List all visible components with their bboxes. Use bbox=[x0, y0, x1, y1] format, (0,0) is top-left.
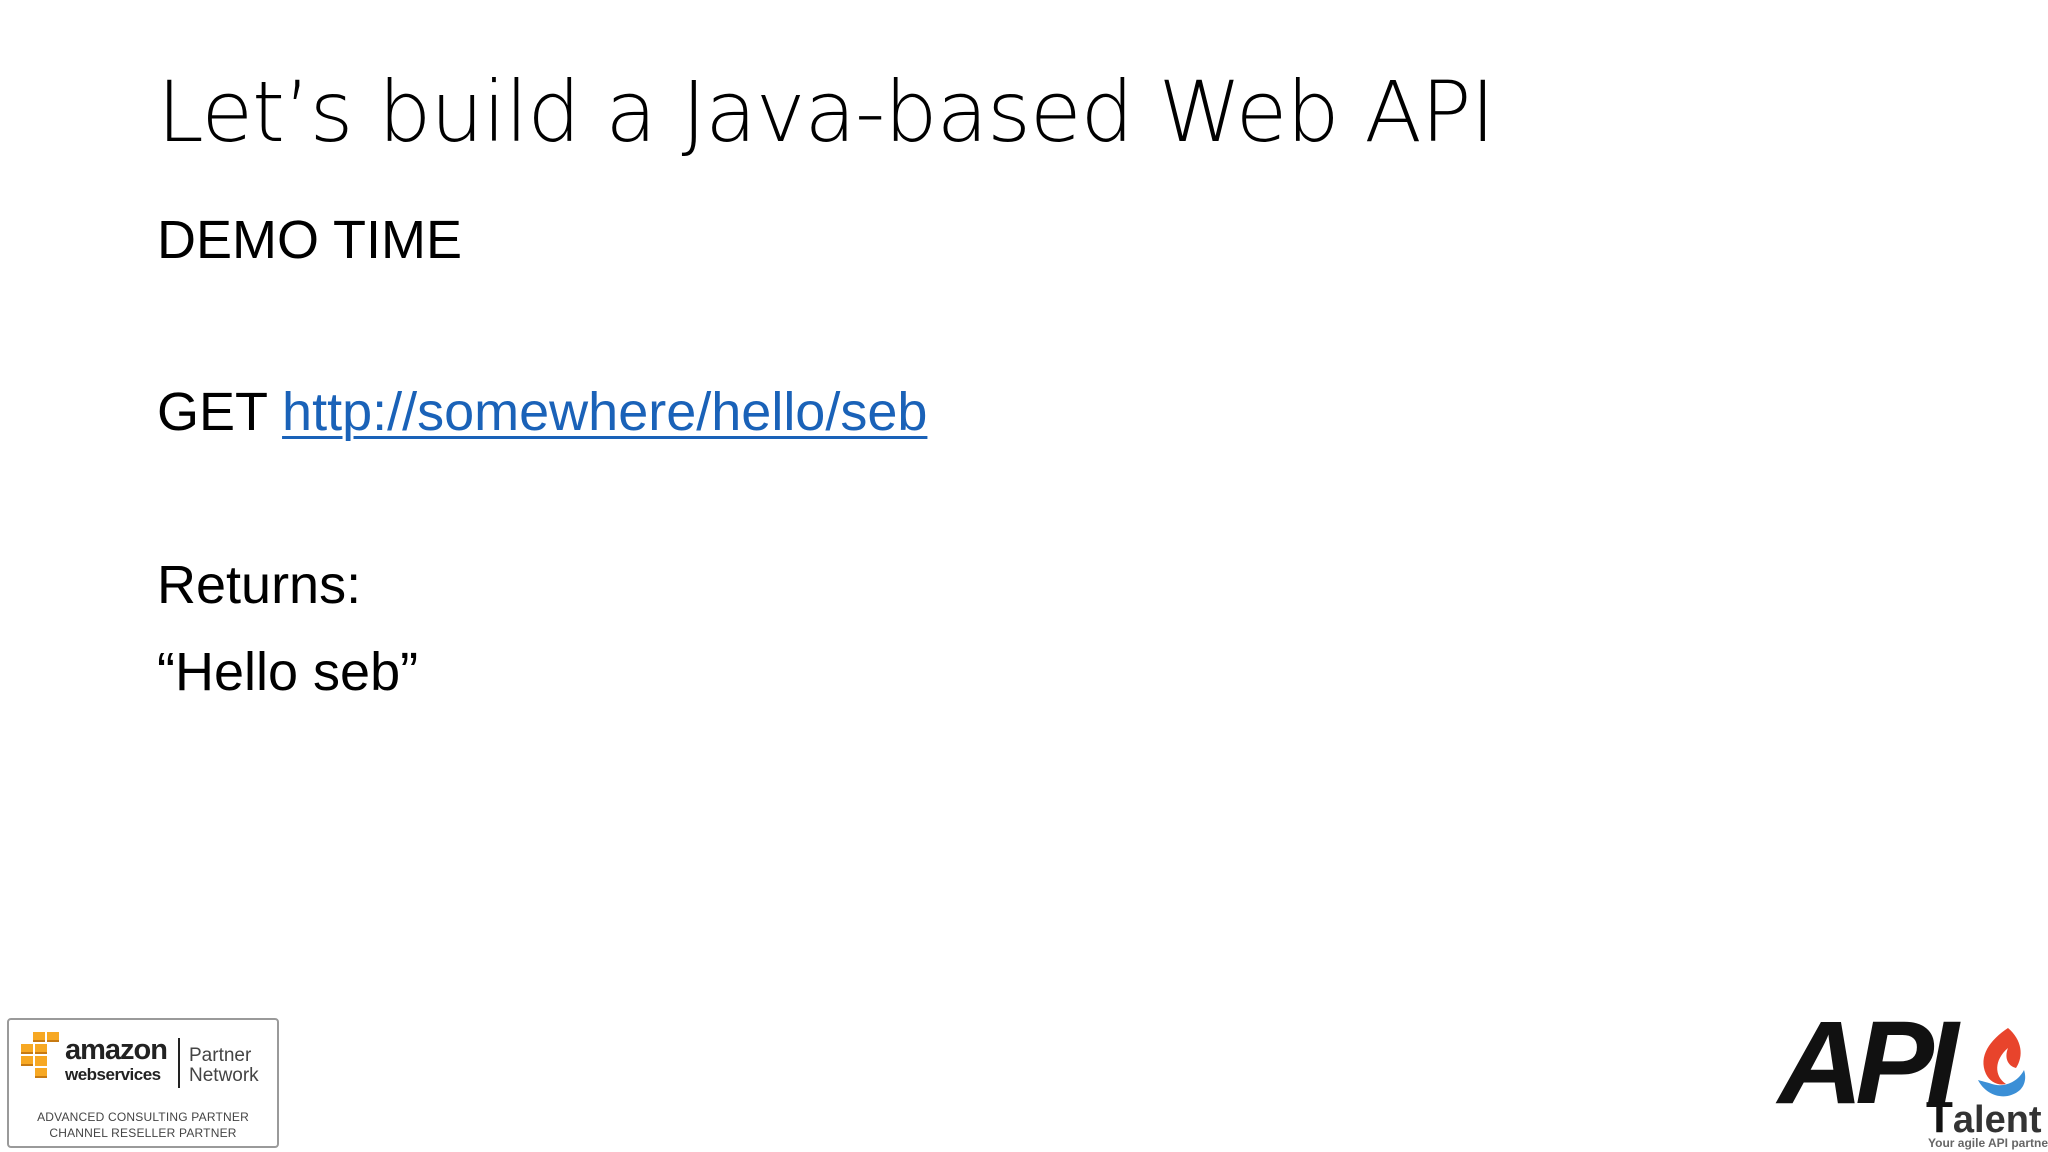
aws-brand-top: amazon bbox=[65, 1034, 168, 1066]
aws-partner-badge: amazon webservices Partner Network ADVAN… bbox=[7, 1018, 279, 1148]
aws-wordmark: amazon webservices bbox=[65, 1034, 168, 1084]
api-talent-logo: API Talent Your agile API partner bbox=[1770, 1004, 2048, 1152]
slide-title: Let’s build a Java-based Web API bbox=[157, 63, 1495, 161]
aws-partner-network: Partner Network bbox=[189, 1046, 259, 1086]
api-talent-word: Talent bbox=[1926, 1096, 2042, 1140]
returns-label: Returns: bbox=[157, 555, 362, 615]
flame-icon bbox=[1978, 1028, 2026, 1097]
aws-tier-line2: CHANNEL RESELLER PARTNER bbox=[49, 1126, 237, 1140]
request-url-link[interactable]: http://somewhere/hello/seb bbox=[282, 382, 928, 442]
aws-cubes-icon bbox=[21, 1032, 59, 1078]
returns-value: “Hello seb” bbox=[157, 642, 419, 702]
aws-tier-line1: ADVANCED CONSULTING PARTNER bbox=[37, 1110, 249, 1124]
request-line: GET http://somewhere/hello/seb bbox=[157, 380, 927, 445]
api-talent-first: T bbox=[1926, 1093, 1953, 1142]
aws-partner-line1: Partner bbox=[189, 1045, 252, 1066]
api-tagline: Your agile API partner bbox=[1928, 1136, 2048, 1150]
aws-partner-line2: Network bbox=[189, 1064, 259, 1086]
aws-brand-bottom: webservices bbox=[65, 1065, 161, 1084]
request-method: GET bbox=[157, 382, 268, 442]
demo-label: DEMO TIME bbox=[157, 210, 463, 270]
api-talent-rest: alent bbox=[1952, 1099, 2042, 1141]
api-letters: API bbox=[1778, 997, 1959, 1129]
aws-divider bbox=[178, 1038, 180, 1088]
